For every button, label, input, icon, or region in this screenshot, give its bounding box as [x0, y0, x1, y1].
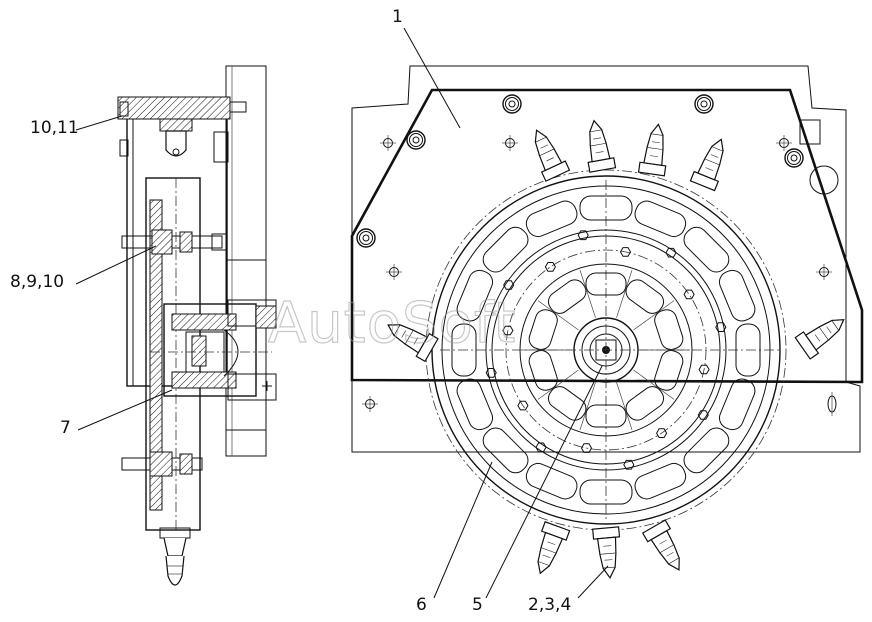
inner-slot	[528, 309, 558, 350]
inner-slot	[625, 279, 665, 314]
outer-slot	[525, 200, 578, 238]
spoke	[616, 269, 633, 318]
watermark: AutoSoft	[268, 291, 517, 356]
leader-7	[77, 389, 173, 431]
spoke	[633, 369, 675, 400]
inner-slot	[547, 386, 587, 421]
inner-slot	[625, 386, 665, 421]
callout-6: 6	[416, 595, 427, 615]
leader-6	[433, 461, 493, 599]
outer-slot	[634, 462, 687, 500]
callout-10-11: 10,11	[30, 118, 79, 138]
leader-2-3-4	[577, 565, 609, 599]
outer-slot	[482, 226, 529, 273]
ring-bolt	[577, 230, 589, 241]
ring-bolt	[623, 459, 635, 470]
ring-bolt	[544, 262, 556, 272]
leader-1	[403, 27, 461, 129]
spoke	[579, 269, 596, 318]
leader-10-11	[75, 115, 123, 131]
hub-section	[163, 303, 257, 397]
ring-bolt	[517, 400, 529, 411]
outer-slot	[456, 378, 494, 431]
housing	[350, 88, 864, 384]
base-plate	[351, 65, 861, 453]
ring-bolt	[485, 368, 497, 378]
spoke	[537, 369, 579, 400]
spoke	[537, 300, 579, 331]
callout-2-3-4: 2,3,4	[528, 595, 571, 615]
inner-slot	[654, 309, 684, 350]
outer-slot	[718, 269, 756, 322]
spoke	[633, 300, 675, 331]
outer-slot	[718, 378, 756, 431]
ring-bolt	[619, 247, 632, 257]
ring-bolt	[502, 325, 514, 336]
leader-8-9-10	[75, 245, 157, 285]
ring-bolt	[697, 410, 709, 420]
ring-bolt	[535, 442, 547, 453]
ring-bolt	[503, 280, 515, 290]
inner-slot	[585, 272, 627, 296]
callout-7: 7	[60, 418, 71, 438]
outer-slot	[735, 323, 761, 377]
inner-slot	[585, 404, 627, 428]
callouts: 1 10,11 8,9,10 7 6 5 2,3,4	[10, 7, 609, 615]
ring-bolt	[580, 443, 593, 453]
outer-slot	[525, 462, 578, 500]
ring-bolt	[715, 322, 727, 332]
outer-slot	[456, 269, 494, 322]
ring-bolt	[698, 364, 710, 375]
inner-slot	[547, 279, 587, 314]
outer-slot	[683, 427, 730, 474]
cutting-wheel	[425, 169, 787, 531]
outer-slot	[634, 200, 687, 238]
callout-5: 5	[472, 595, 483, 615]
callout-1: 1	[392, 7, 403, 27]
leader-5	[485, 365, 603, 599]
spoke	[616, 382, 633, 431]
ring-bolt	[656, 428, 668, 438]
spoke	[579, 382, 596, 431]
inner-slot	[654, 350, 684, 391]
front-view	[350, 65, 864, 580]
inner-slot	[528, 350, 558, 391]
outer-slot	[579, 479, 633, 505]
outer-slot	[579, 195, 633, 221]
ring-bolt	[665, 247, 677, 258]
outer-slot	[451, 323, 477, 377]
outer-slot	[683, 226, 730, 273]
outer-slot	[482, 427, 529, 474]
ring-bolt	[683, 289, 695, 300]
callout-8-9-10: 8,9,10	[10, 272, 64, 292]
side-view	[117, 65, 277, 586]
